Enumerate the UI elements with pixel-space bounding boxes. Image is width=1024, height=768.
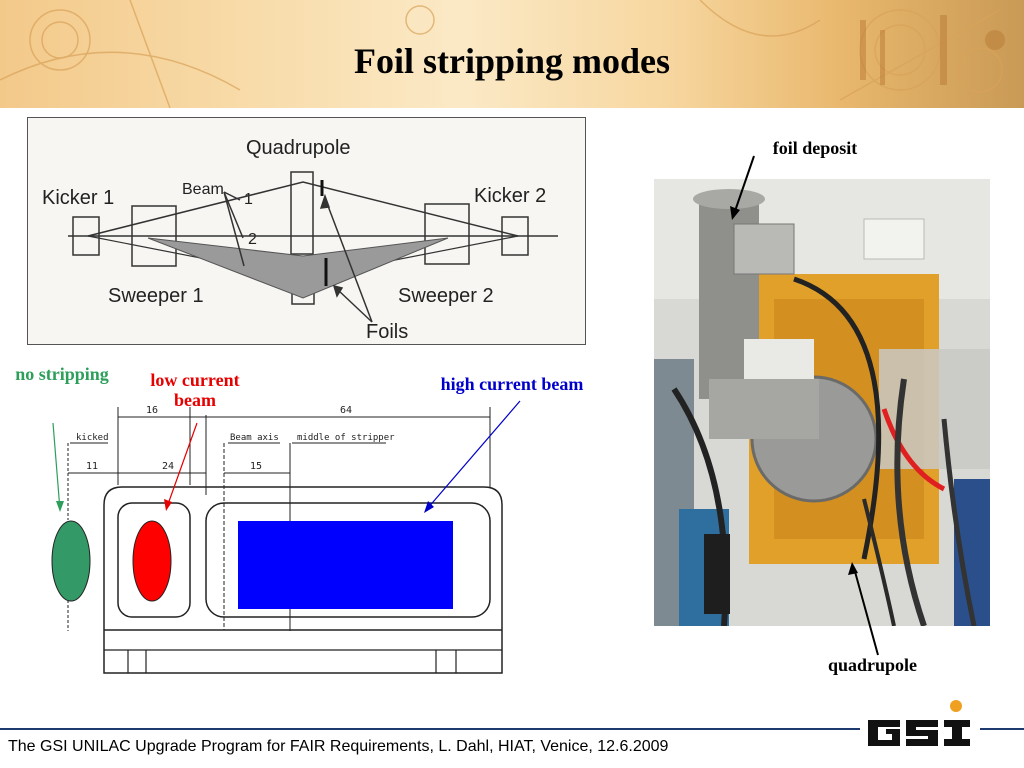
no-stripping-oval (51, 520, 91, 602)
swept-region (147, 237, 449, 299)
slide-title: Foil stripping modes (353, 41, 671, 81)
header-banner (0, 0, 1024, 108)
low-current-oval (132, 520, 172, 602)
low-current-label: low current beam (150, 370, 240, 410)
sweeper1-box (131, 205, 177, 267)
beam-schematic: Quadrupole Kicker 1 Kicker 2 Beam 1 2 3 … (27, 117, 586, 345)
foils-text: Foils (366, 321, 408, 343)
kicked-text: kicked (76, 433, 109, 443)
sweeper2-text: Sweeper 2 (398, 285, 494, 307)
high-current-label: high current beam (440, 374, 584, 394)
no-stripping-arrow (52, 422, 61, 511)
header-decoration (0, 0, 1005, 108)
stripper-photo (654, 179, 990, 626)
foil-deposit-label: foil deposit (772, 138, 858, 158)
high-current-arrow (426, 400, 521, 510)
beam-text: Beam (182, 181, 224, 198)
high-current-rect (238, 521, 453, 609)
dim-64-text: 64 (340, 405, 352, 416)
kicker1-text: Kicker 1 (42, 187, 114, 209)
gsi-logo (868, 700, 970, 746)
beam-axis-text: Beam axis (230, 433, 279, 443)
sweeper1-text: Sweeper 1 (108, 285, 204, 307)
footer-line-right (980, 728, 1024, 730)
dim-15-text: 15 (250, 461, 262, 472)
dim-24-text: 24 (162, 461, 174, 472)
sweeper2-box (424, 203, 470, 265)
path1-text: 1 (244, 191, 253, 208)
quadrupole-text: Quadrupole (246, 137, 351, 159)
stripper-drawing: 16 64 kicked Beam axis middle of strippe… (51, 400, 521, 674)
no-stripping-label: no stripping (15, 364, 109, 384)
kicker2-text: Kicker 2 (474, 185, 546, 207)
footer-line-left (0, 728, 860, 730)
middle-text: middle of stripper (297, 433, 395, 443)
low-current-arrow (166, 422, 198, 508)
kicker2-box (501, 216, 529, 256)
kicked-beam-path (87, 181, 519, 237)
footer-text: The GSI UNILAC Upgrade Program for FAIR … (8, 738, 669, 755)
photo-pointers (730, 155, 879, 656)
quadrupole-box (290, 171, 314, 255)
path2-text: 2 (248, 231, 257, 248)
quadrupole-label: quadrupole (827, 655, 918, 675)
dim-11-text: 11 (86, 461, 98, 472)
dim-16-text: 16 (146, 405, 158, 416)
beam-schematic-svg: Quadrupole Kicker 1 Kicker 2 Beam 1 2 3 … (42, 137, 558, 343)
kicker1-box (72, 216, 100, 256)
